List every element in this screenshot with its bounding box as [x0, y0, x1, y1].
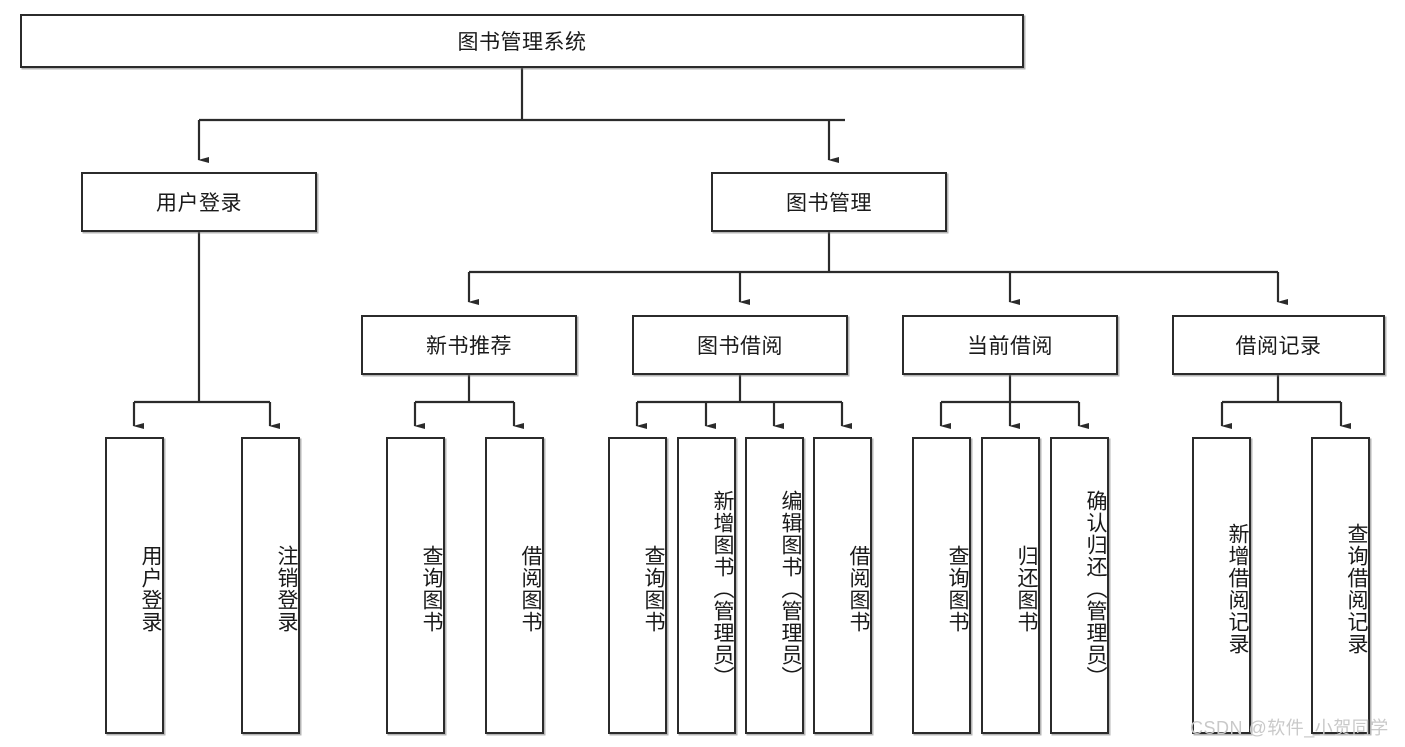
- leaf-label: 编辑图书（管理员）: [779, 489, 802, 688]
- leaf-current-borrow-2[interactable]: 确认归还（管理员）: [1050, 437, 1109, 734]
- leaf-current-borrow-1[interactable]: 归还图书: [981, 437, 1040, 734]
- node-root[interactable]: 图书管理系统: [20, 14, 1024, 68]
- leaf-label: 用户登录: [139, 544, 162, 633]
- node-new-book-recommend-label: 新书推荐: [426, 335, 512, 358]
- node-user-login[interactable]: 用户登录: [81, 172, 317, 232]
- leaf-label: 借阅图书: [519, 544, 542, 633]
- leaf-user-login-0[interactable]: 用户登录: [105, 437, 164, 734]
- leaf-book-borrow-2[interactable]: 编辑图书（管理员）: [745, 437, 804, 734]
- node-borrow-record-label: 借阅记录: [1235, 335, 1322, 358]
- node-new-book-recommend[interactable]: 新书推荐: [361, 315, 577, 375]
- leaf-label: 查询借阅记录: [1345, 522, 1368, 655]
- node-user-login-label: 用户登录: [156, 192, 242, 215]
- leaf-label: 查询图书: [946, 544, 969, 633]
- leaf-new-book-recommend-1[interactable]: 借阅图书: [485, 437, 544, 734]
- node-current-borrow-label: 当前借阅: [967, 335, 1053, 358]
- leaf-current-borrow-0[interactable]: 查询图书: [912, 437, 971, 734]
- node-book-manage[interactable]: 图书管理: [711, 172, 947, 232]
- node-current-borrow[interactable]: 当前借阅: [902, 315, 1118, 375]
- node-root-label: 图书管理系统: [457, 31, 587, 54]
- leaf-book-borrow-3[interactable]: 借阅图书: [813, 437, 872, 734]
- leaf-book-borrow-1[interactable]: 新增图书（管理员）: [677, 437, 736, 734]
- leaf-new-book-recommend-0[interactable]: 查询图书: [386, 437, 445, 734]
- leaf-borrow-record-1[interactable]: 查询借阅记录: [1311, 437, 1370, 734]
- node-book-borrow-label: 图书借阅: [697, 335, 783, 358]
- leaf-book-borrow-0[interactable]: 查询图书: [608, 437, 667, 734]
- node-book-borrow[interactable]: 图书借阅: [632, 315, 848, 375]
- leaf-label: 查询图书: [642, 544, 665, 633]
- leaf-label: 确认归还（管理员）: [1084, 489, 1107, 688]
- node-borrow-record[interactable]: 借阅记录: [1172, 315, 1385, 375]
- leaf-label: 查询图书: [420, 544, 443, 633]
- leaf-borrow-record-0[interactable]: 新增借阅记录: [1192, 437, 1251, 734]
- leaf-label: 归还图书: [1015, 544, 1038, 633]
- leaf-label: 新增借阅记录: [1226, 522, 1249, 655]
- leaf-label: 借阅图书: [847, 544, 870, 633]
- leaf-label: 注销登录: [275, 544, 298, 633]
- node-book-manage-label: 图书管理: [786, 192, 872, 215]
- leaf-user-login-1[interactable]: 注销登录: [241, 437, 300, 734]
- leaf-label: 新增图书（管理员）: [711, 489, 734, 688]
